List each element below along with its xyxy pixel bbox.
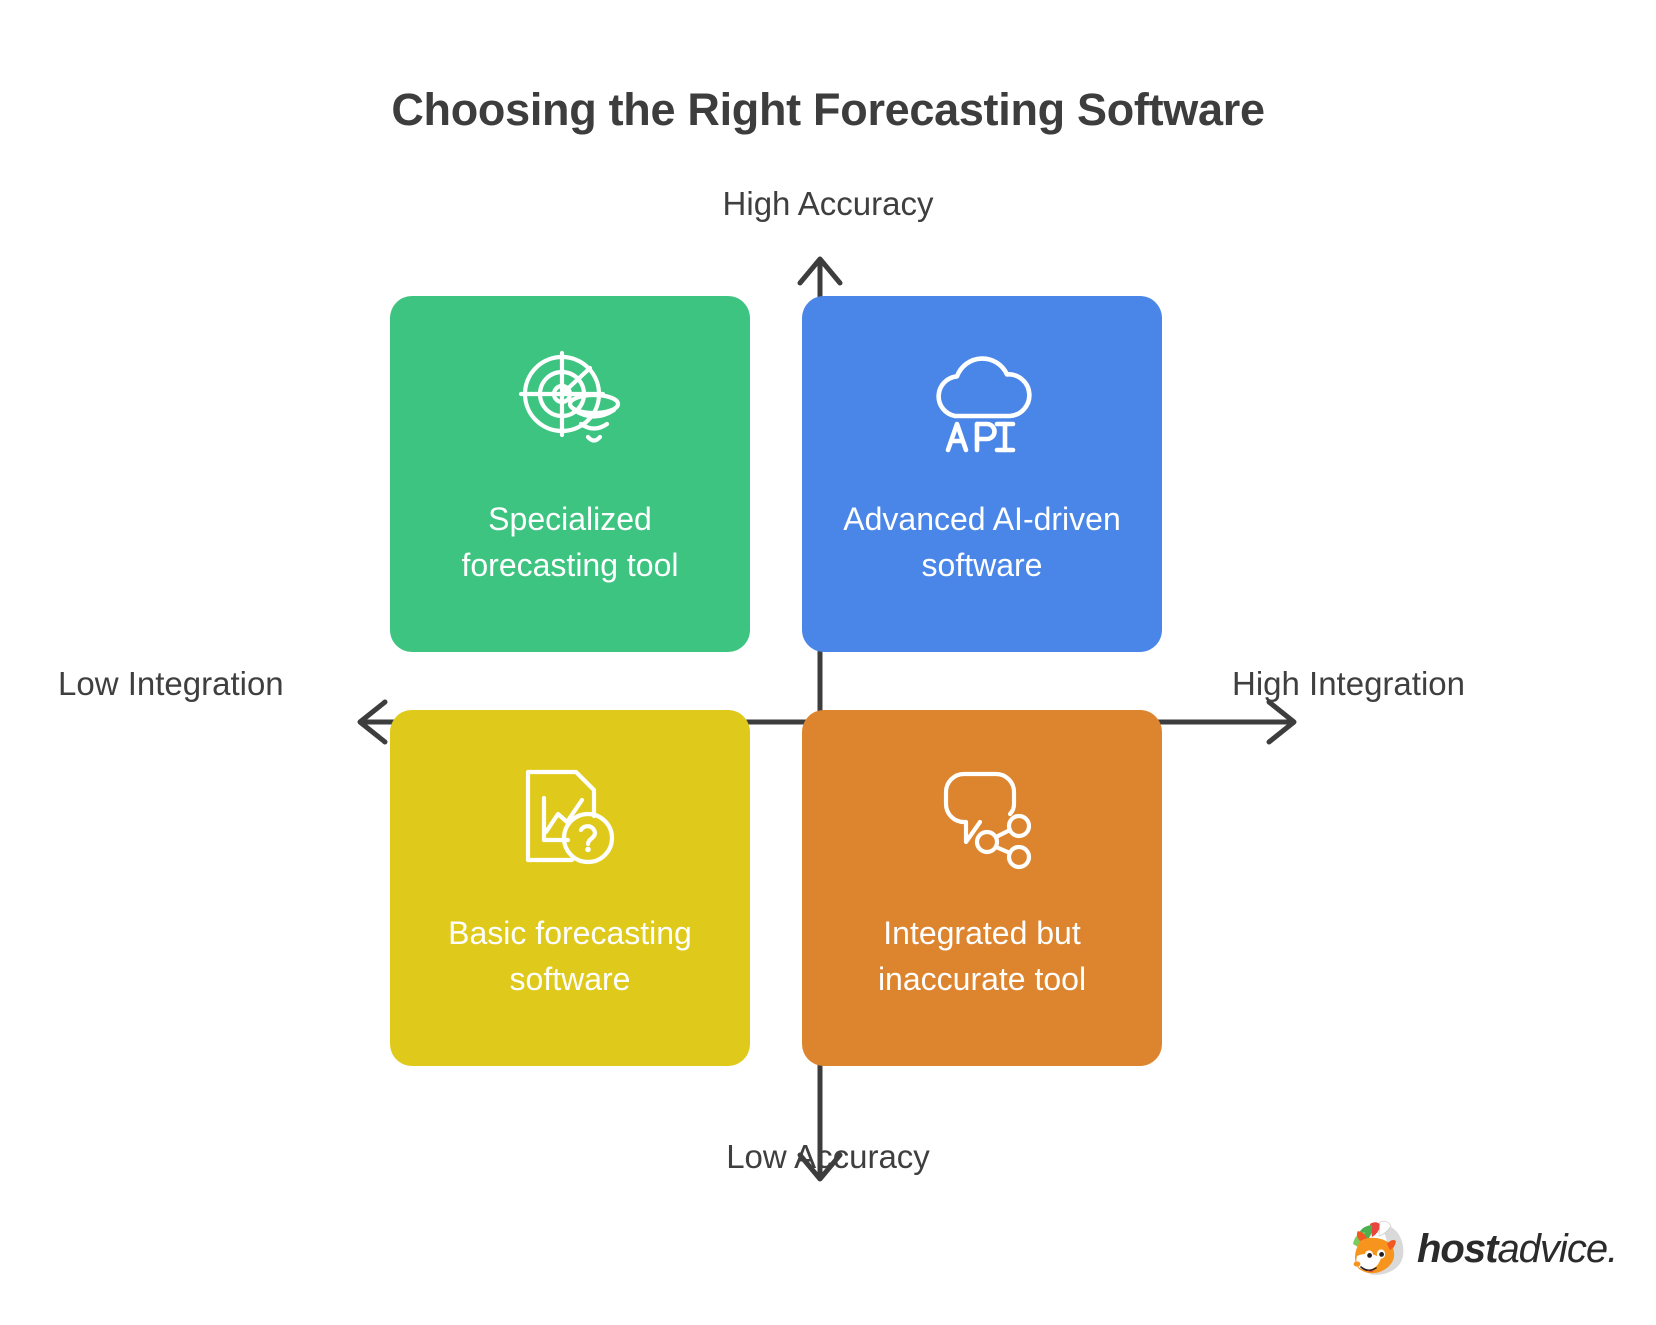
document-chart-question-icon [525,769,615,865]
quadrant-advanced-ai-driven-software[interactable]: Advanced AI-driven software [802,296,1162,652]
axis-label-high-integration: High Integration [1232,665,1465,702]
quadrant-label: Integrated but inaccurate tool [877,915,1087,998]
logo-text-host: host [1417,1226,1498,1271]
axis-label-low-integration: Low Integration [58,665,284,702]
quadrant-basic-forecasting-software[interactable]: Basic forecasting software [390,710,750,1066]
quadrant-specialized-forecasting-tool[interactable]: Specialized forecasting tool [390,296,750,652]
hostadvice-logo-text: hostadvice. [1417,1226,1618,1272]
quadrant-integrated-but-inaccurate-tool[interactable]: Integrated but inaccurate tool [802,710,1162,1066]
logo-text-advice: advice. [1497,1226,1618,1271]
page-title: Choosing the Right Forecasting Software [391,84,1265,135]
quadrant-label: Basic forecasting software [448,915,692,998]
axis-label-high-accuracy: High Accuracy [722,185,934,222]
speech-bubble-share-icon [943,771,1032,870]
quadrant-label: Advanced AI-driven software [843,501,1121,584]
quadrant-grid: Specialized forecasting tool Advanced AI… [390,296,1162,1066]
hostadvice-logo[interactable]: hostadvice. [1347,1218,1618,1280]
radar-tornado-icon [518,350,621,443]
axis-label-low-accuracy: Low Accuracy [726,1138,930,1175]
fox-mascot-icon [1353,1220,1404,1275]
quadrant-label: Specialized forecasting tool [461,501,679,584]
cloud-api-icon [936,356,1032,453]
